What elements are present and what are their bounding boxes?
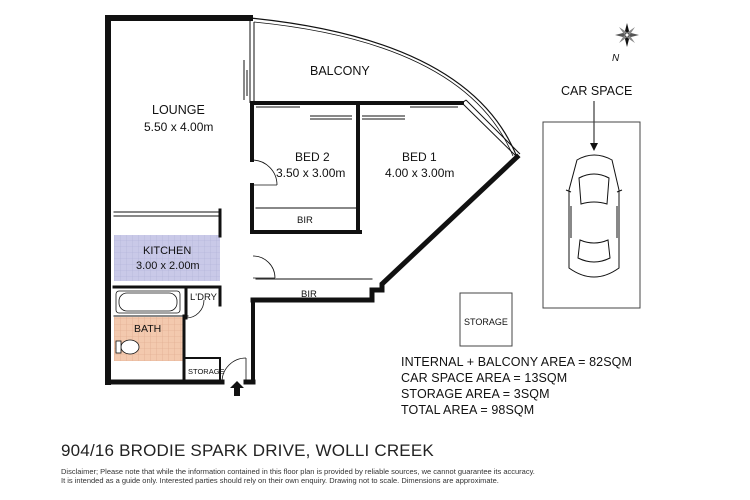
area-summary: INTERNAL + BALCONY AREA = 82SQM CAR SPAC… [401, 354, 632, 418]
disclaimer-line-1: Disclaimer; Please note that while the i… [61, 467, 535, 476]
entry-arrow [230, 381, 244, 396]
storage-box-label: STORAGE [464, 317, 508, 327]
bed1-size: 4.00 x 3.00m [385, 166, 454, 180]
kitchen-size: 3.00 x 2.00m [136, 260, 200, 272]
balcony-outline [249, 17, 521, 158]
storage-box [459, 292, 513, 347]
door-swings [185, 159, 278, 383]
disclaimer-line-2: It is intended as a guide only. Interest… [61, 476, 499, 485]
property-address: 904/16 BRODIE SPARK DRIVE, WOLLI CREEK [61, 441, 434, 460]
compass-icon [615, 23, 639, 47]
lounge-label: LOUNGE [152, 103, 205, 117]
lounge-size: 5.50 x 4.00m [144, 120, 213, 134]
bed2-size: 3.50 x 3.00m [276, 166, 345, 180]
storage-small-label: STORAGE [188, 367, 225, 376]
bir-bed2-label: BIR [297, 215, 313, 226]
bath-fixtures [115, 290, 181, 355]
laundry-label: L'DRY [190, 292, 218, 303]
car-space-box [542, 121, 641, 309]
car-space-label: CAR SPACE [561, 84, 632, 98]
car-space-area: CAR SPACE AREA = 13SQM [401, 371, 568, 385]
car-space-arrow [590, 101, 598, 151]
car-icon [565, 154, 623, 278]
total-area: TOTAL AREA = 98SQM [401, 403, 535, 417]
bed2-label: BED 2 [295, 150, 330, 164]
storage-area: STORAGE AREA = 3SQM [401, 387, 550, 401]
internal-balcony-area: INTERNAL + BALCONY AREA = 82SQM [401, 355, 632, 369]
sliding-doors [243, 60, 458, 120]
kitchen-label: KITCHEN [143, 245, 191, 257]
compass-north-label: N [612, 53, 620, 64]
bath-floor [114, 317, 184, 361]
bir-bed1-label: BIR [301, 289, 317, 300]
balcony-label: BALCONY [310, 64, 370, 78]
kitchen-floor [114, 235, 220, 281]
disclaimer: Disclaimer; Please note that while the i… [61, 467, 535, 485]
walls [105, 15, 521, 385]
bed1-label: BED 1 [402, 150, 437, 164]
bath-label: BATH [134, 323, 161, 335]
